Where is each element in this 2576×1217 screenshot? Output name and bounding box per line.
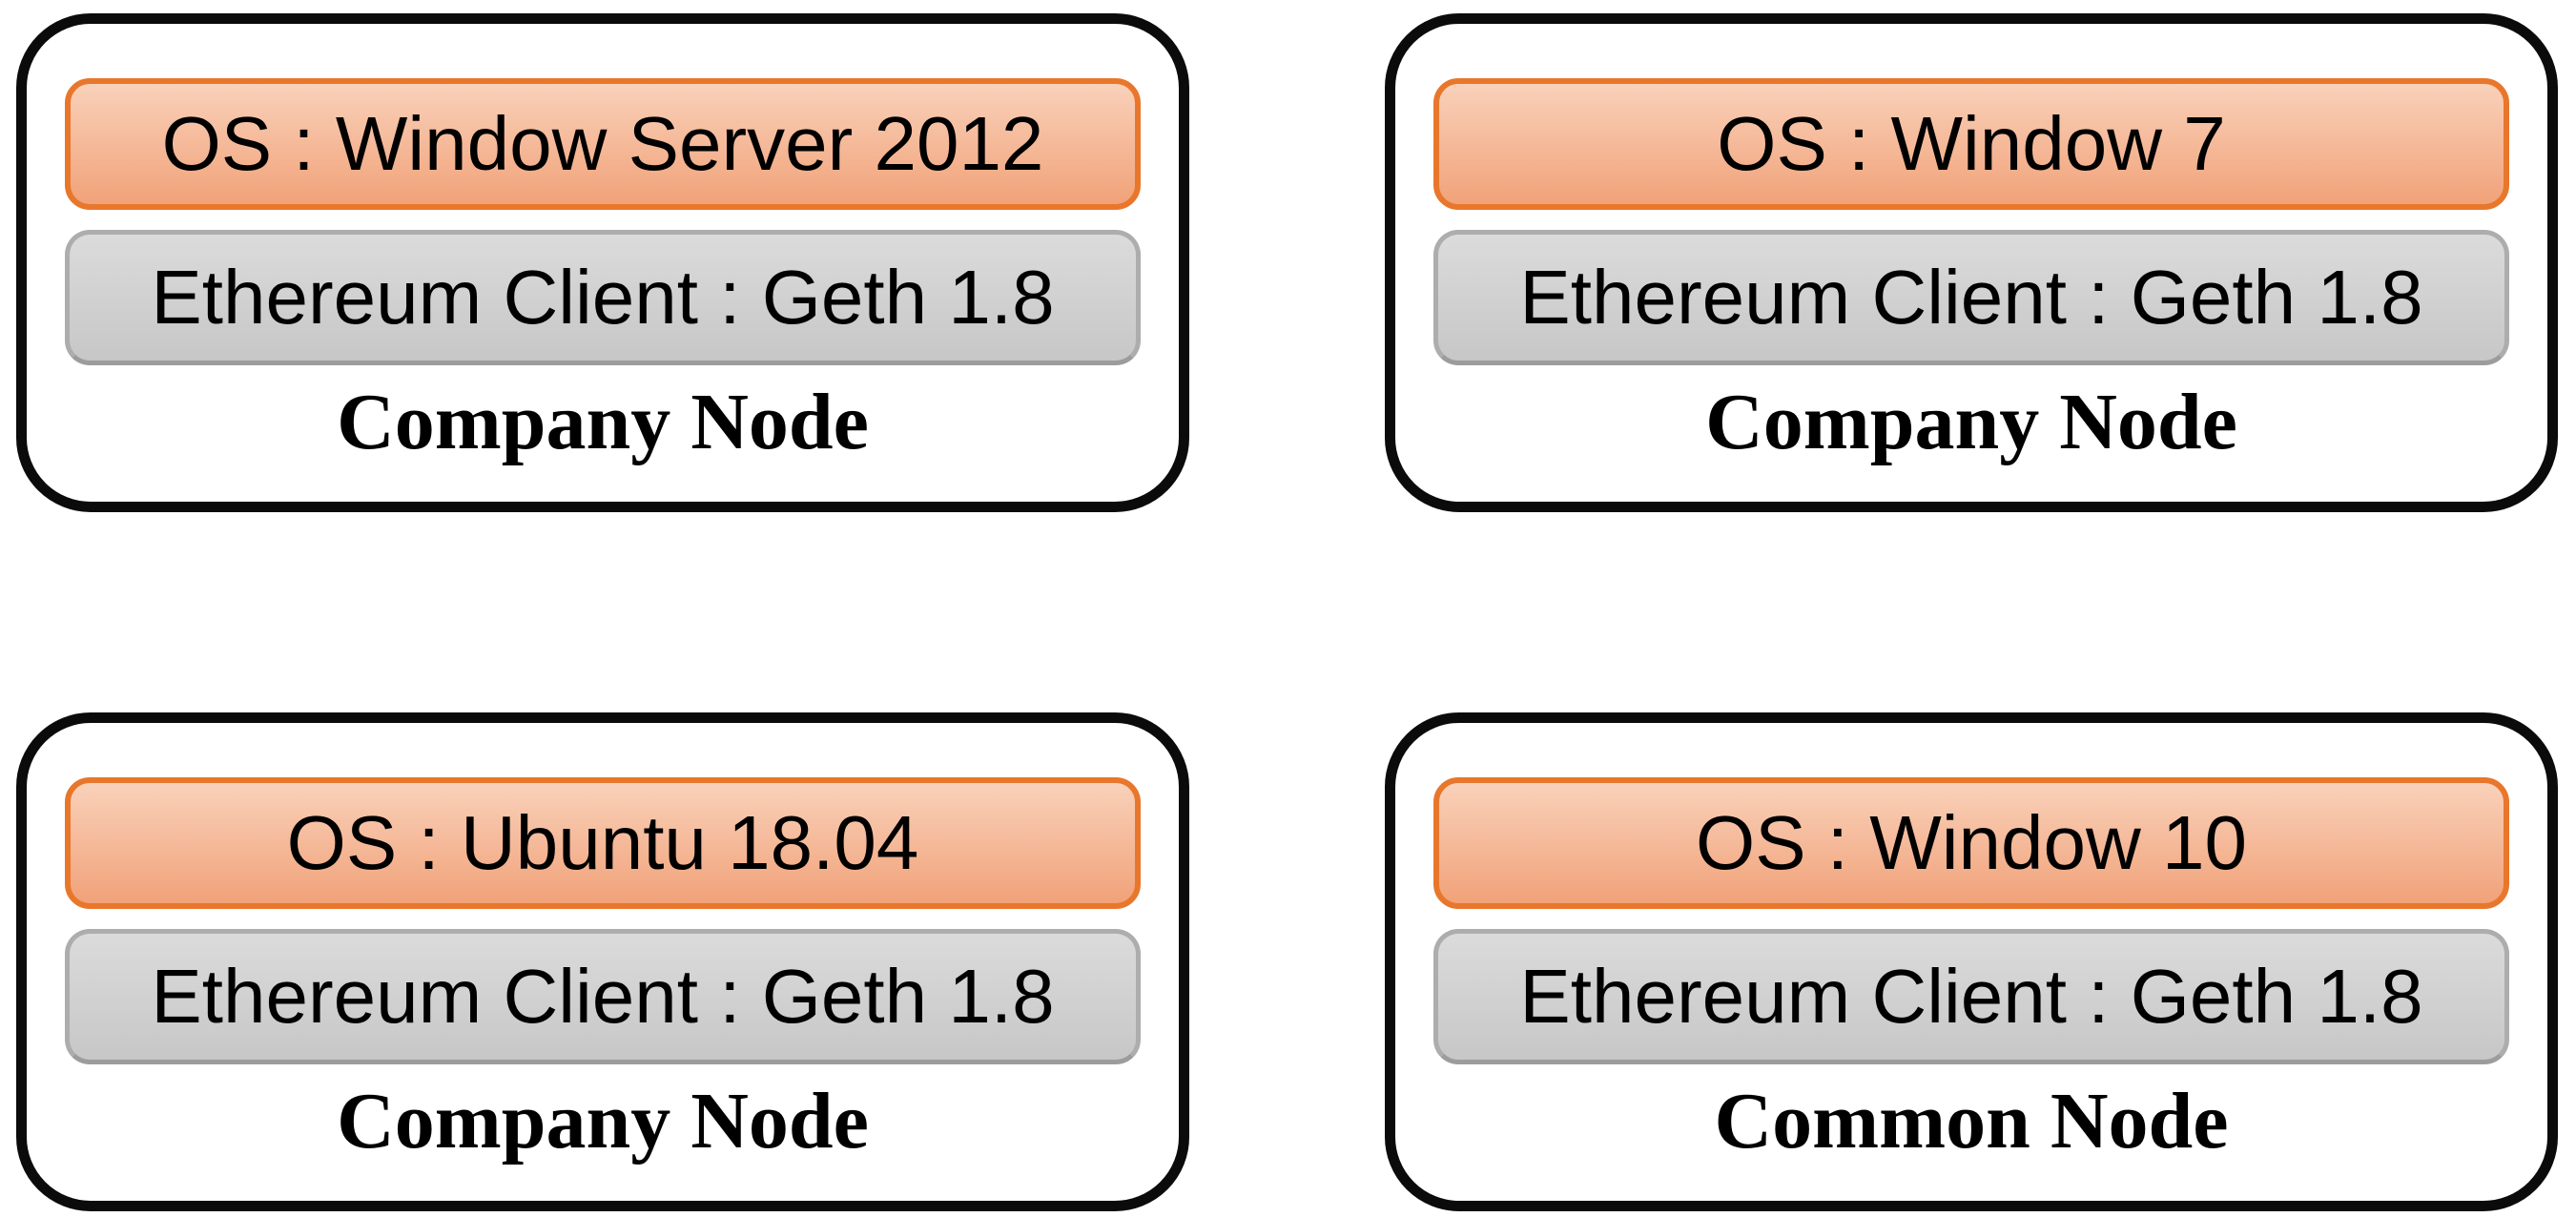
node-box-top-left: OS : Window Server 2012 Ethereum Client …: [16, 13, 1189, 512]
os-label: OS : Window 7: [1717, 101, 2226, 186]
node-box-top-right: OS : Window 7 Ethereum Client : Geth 1.8…: [1385, 13, 2558, 512]
node-type-label: Company Node: [337, 1077, 869, 1165]
client-label: Ethereum Client : Geth 1.8: [1519, 954, 2423, 1039]
node-type-label: Common Node: [1714, 1077, 2229, 1165]
os-label: OS : Window Server 2012: [161, 101, 1044, 186]
os-badge: OS : Window Server 2012: [65, 78, 1141, 210]
node-box-bottom-left: OS : Ubuntu 18.04 Ethereum Client : Geth…: [16, 712, 1189, 1211]
client-badge: Ethereum Client : Geth 1.8: [65, 230, 1141, 365]
os-badge: OS : Window 7: [1433, 78, 2509, 210]
os-badge: OS : Ubuntu 18.04: [65, 777, 1141, 909]
client-badge: Ethereum Client : Geth 1.8: [1433, 929, 2509, 1064]
client-label: Ethereum Client : Geth 1.8: [151, 255, 1055, 340]
node-type-label: Company Node: [337, 378, 869, 466]
client-badge: Ethereum Client : Geth 1.8: [1433, 230, 2509, 365]
client-badge: Ethereum Client : Geth 1.8: [65, 929, 1141, 1064]
os-badge: OS : Window 10: [1433, 777, 2509, 909]
client-label: Ethereum Client : Geth 1.8: [1519, 255, 2423, 340]
os-label: OS : Window 10: [1695, 800, 2247, 885]
client-label: Ethereum Client : Geth 1.8: [151, 954, 1055, 1039]
os-label: OS : Ubuntu 18.04: [286, 800, 919, 885]
node-box-bottom-right: OS : Window 10 Ethereum Client : Geth 1.…: [1385, 712, 2558, 1211]
node-type-label: Company Node: [1705, 378, 2237, 466]
